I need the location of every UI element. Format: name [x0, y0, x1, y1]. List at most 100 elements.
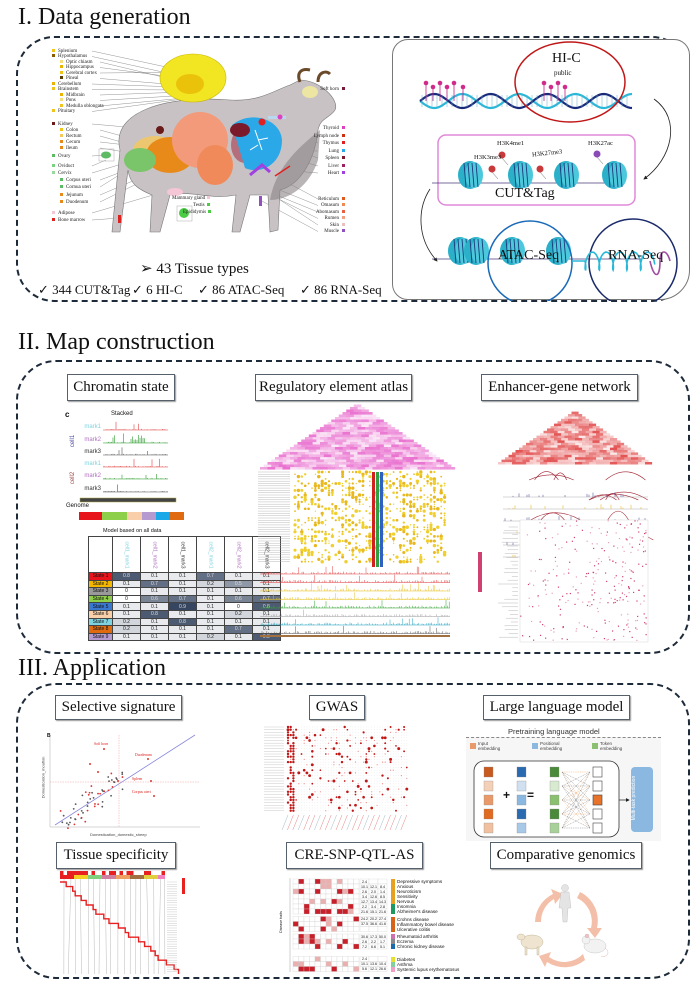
gwas-dot [295, 780, 297, 782]
trait-label: Depressive symptoms [397, 879, 443, 884]
gwas-dot [333, 788, 335, 790]
gwas-dot [398, 737, 400, 739]
gwas-dot [317, 783, 319, 785]
atlas-dot [348, 485, 351, 487]
gwas-dot [338, 764, 340, 766]
atlas-dot [361, 525, 365, 529]
tissue-label: Medulla oblongata [60, 104, 104, 109]
contact-cell [395, 437, 403, 440]
contact-cell [368, 464, 377, 468]
contact-cell [335, 427, 343, 430]
gwas-dot [311, 810, 313, 812]
atlas-dot [429, 539, 433, 543]
atlas-track [260, 609, 450, 617]
gwas-dot [336, 804, 337, 806]
gwas-dot [320, 740, 321, 741]
annotation-cell [63, 875, 67, 879]
gwas-dot [336, 783, 337, 785]
annotation-cell [109, 875, 113, 879]
heatmap-cell [314, 916, 321, 922]
gwas-dot [303, 739, 305, 742]
contact-cell [365, 447, 373, 450]
contact-cell [575, 428, 583, 431]
gwas-dot [301, 791, 302, 793]
gwas-dot [346, 790, 349, 794]
contact-cell [413, 459, 422, 463]
atlas-dot [362, 517, 364, 519]
atlas-dot [395, 555, 399, 559]
gwas-dot [335, 742, 338, 745]
contact-cell [554, 442, 562, 446]
heatmap-cell [331, 903, 338, 910]
state-label: State 4 [88, 594, 113, 604]
atlas-dot [439, 484, 443, 488]
annotation-cell [63, 871, 67, 875]
atlas-dot [419, 559, 423, 564]
gwas-dot [368, 794, 370, 795]
value-cell [377, 943, 388, 950]
histone-mark-icon [498, 151, 506, 159]
atlas-dot [297, 493, 300, 497]
contact-cell [395, 457, 403, 460]
gwas-dot [325, 780, 327, 782]
gwas-dot [349, 791, 351, 793]
contact-cell [589, 452, 597, 455]
contact-cell [585, 440, 593, 443]
gwas-dot [360, 794, 362, 795]
gwas-dot [317, 729, 319, 731]
contact-cell [335, 442, 343, 445]
gwas-dot [387, 759, 389, 760]
gwas-dot [374, 734, 375, 736]
atlas-dot [429, 470, 433, 474]
gwas-dot [319, 748, 321, 750]
trait-group-bar [391, 889, 395, 894]
atlas-dot [358, 509, 361, 513]
gwas-dot [290, 753, 292, 755]
gwas-dot [347, 777, 348, 779]
gwas-dot [295, 810, 297, 812]
tissue-color-dot [342, 148, 345, 152]
gwas-dot [379, 764, 381, 766]
gwas-dot [374, 786, 375, 787]
heatmap-cell [353, 916, 360, 922]
heatmap-cell [331, 916, 338, 922]
tissue-name: Jejunum [66, 192, 83, 198]
contact-cell [417, 457, 426, 460]
contact-cell [425, 457, 433, 460]
atlas-dot [330, 543, 335, 548]
gwas-dot [317, 767, 319, 768]
contact-cell [398, 444, 407, 448]
heatmap-cell [336, 966, 343, 972]
gwas-dot [357, 804, 359, 806]
heatmap-cell [303, 893, 310, 900]
scatter-point [86, 809, 89, 812]
contact-cell [290, 457, 298, 460]
atlas-dot [409, 493, 413, 497]
atlas-dot [436, 507, 440, 511]
atlas-track [260, 625, 450, 634]
gwas-dot [371, 777, 373, 779]
atlas-dot [341, 526, 344, 529]
contact-cell [316, 439, 324, 443]
contact-cell [357, 417, 366, 420]
gwas-dot [333, 737, 335, 739]
gwas-dot [333, 804, 335, 806]
gwas-dot [298, 796, 300, 798]
gwas-dot [371, 799, 373, 801]
tissue-name: Duodenum [66, 199, 89, 205]
atlas-dot [389, 473, 391, 475]
heatmap-cell [309, 903, 316, 910]
contact-cell [417, 462, 426, 465]
tissue-name: Lymph node [313, 133, 339, 139]
gwas-dot [352, 788, 354, 790]
gwas-dot [303, 761, 305, 763]
gwas-dot [301, 777, 302, 779]
embedding-cube [549, 766, 560, 778]
contact-cell [387, 427, 396, 430]
atlas-dot [389, 517, 391, 519]
atlas-dot [433, 507, 436, 511]
cycle-arrows-icon [535, 889, 602, 968]
gwas-dot [338, 750, 340, 752]
